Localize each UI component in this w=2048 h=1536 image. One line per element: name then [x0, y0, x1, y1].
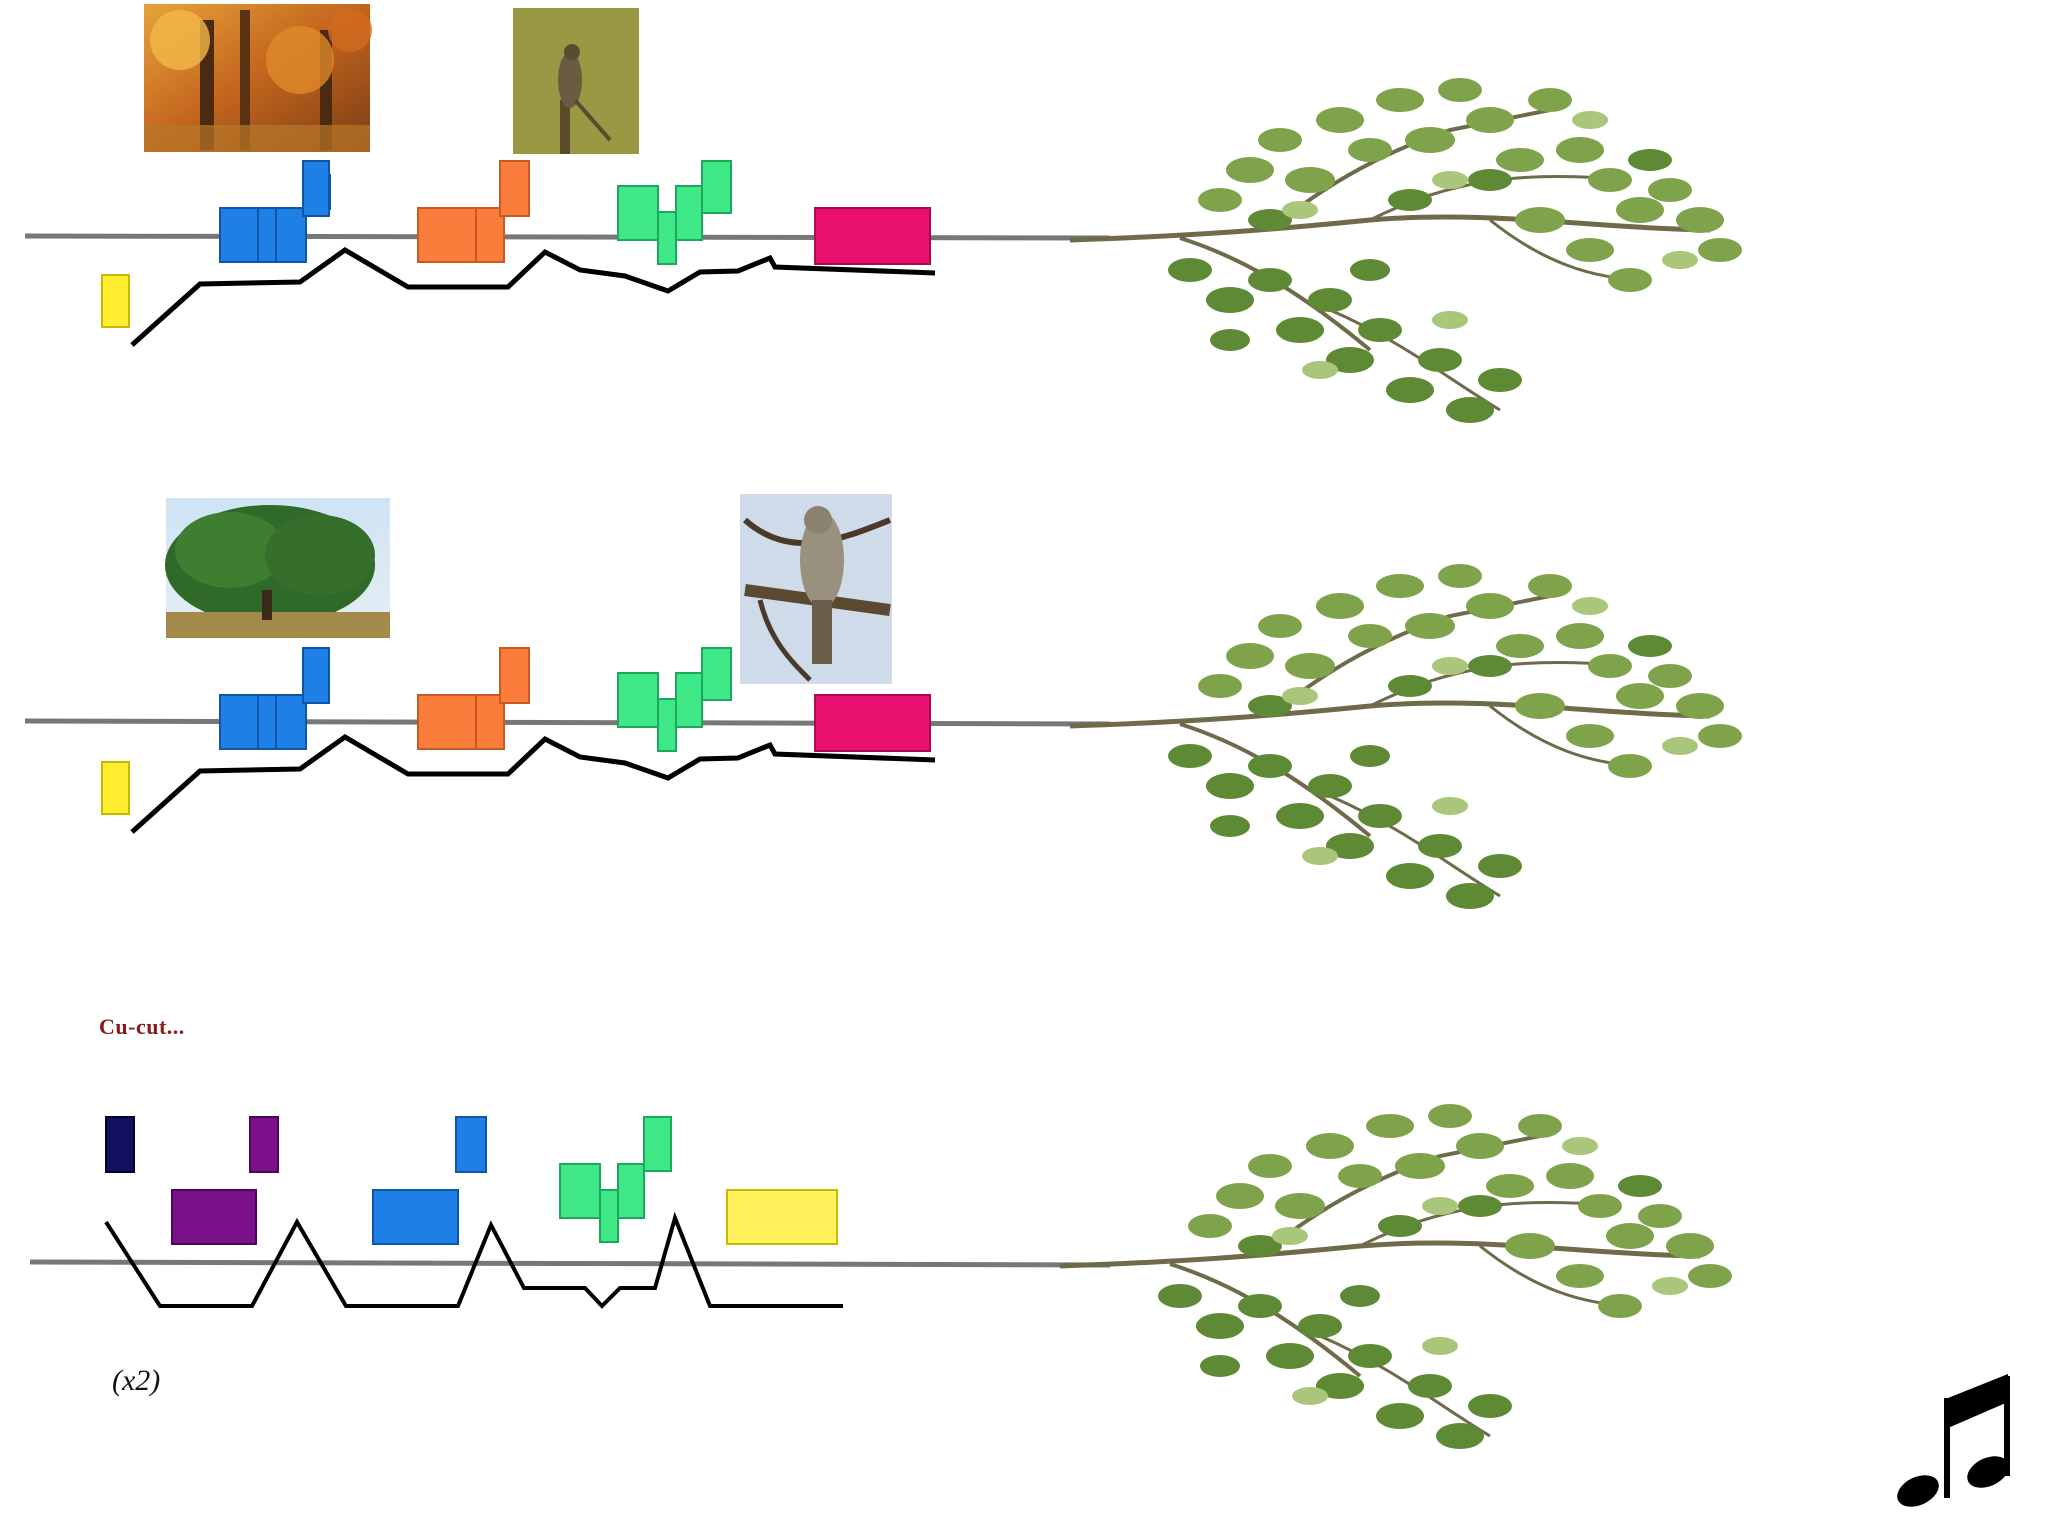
cuckoo-on-branch-photo [740, 494, 892, 684]
branch-icon [1060, 1104, 1732, 1449]
repeat-marker: (x2) [112, 1364, 161, 1397]
verse-2 [24, 494, 1742, 909]
note-block [101, 761, 130, 815]
note-block [101, 274, 130, 328]
note-group-green [559, 1116, 672, 1243]
note-block [726, 1189, 838, 1245]
note-group-blue [219, 647, 330, 750]
music-note-icon [1897, 1374, 2010, 1507]
note-block [171, 1189, 257, 1245]
branch-icon [1070, 78, 1742, 423]
green-tree-photo [165, 498, 390, 638]
staff-line [29, 1259, 1111, 1268]
note-block [455, 1116, 487, 1173]
autumn-forest-photo [144, 4, 372, 152]
verse-1 [24, 4, 1742, 423]
staff-line [24, 718, 1111, 727]
note-block [372, 1189, 459, 1245]
note-group-orange [417, 647, 530, 750]
note-group-green [617, 647, 732, 752]
note-block [249, 1116, 279, 1173]
note-group-orange [417, 160, 530, 263]
melody-contour [104, 1211, 843, 1309]
note-group-green [617, 160, 732, 265]
note-block [814, 207, 931, 265]
staff-line [24, 233, 1111, 241]
verse-3-label: Cu-cut... [99, 1014, 185, 1039]
cuckoo-on-post-photo [513, 8, 639, 154]
note-group-blue [219, 160, 331, 263]
melody-contour [130, 734, 936, 834]
note-block [105, 1116, 135, 1173]
branch-icon [1070, 564, 1742, 909]
melody-contour [130, 247, 936, 347]
note-block [814, 694, 931, 752]
verse-3 [29, 1104, 1732, 1449]
